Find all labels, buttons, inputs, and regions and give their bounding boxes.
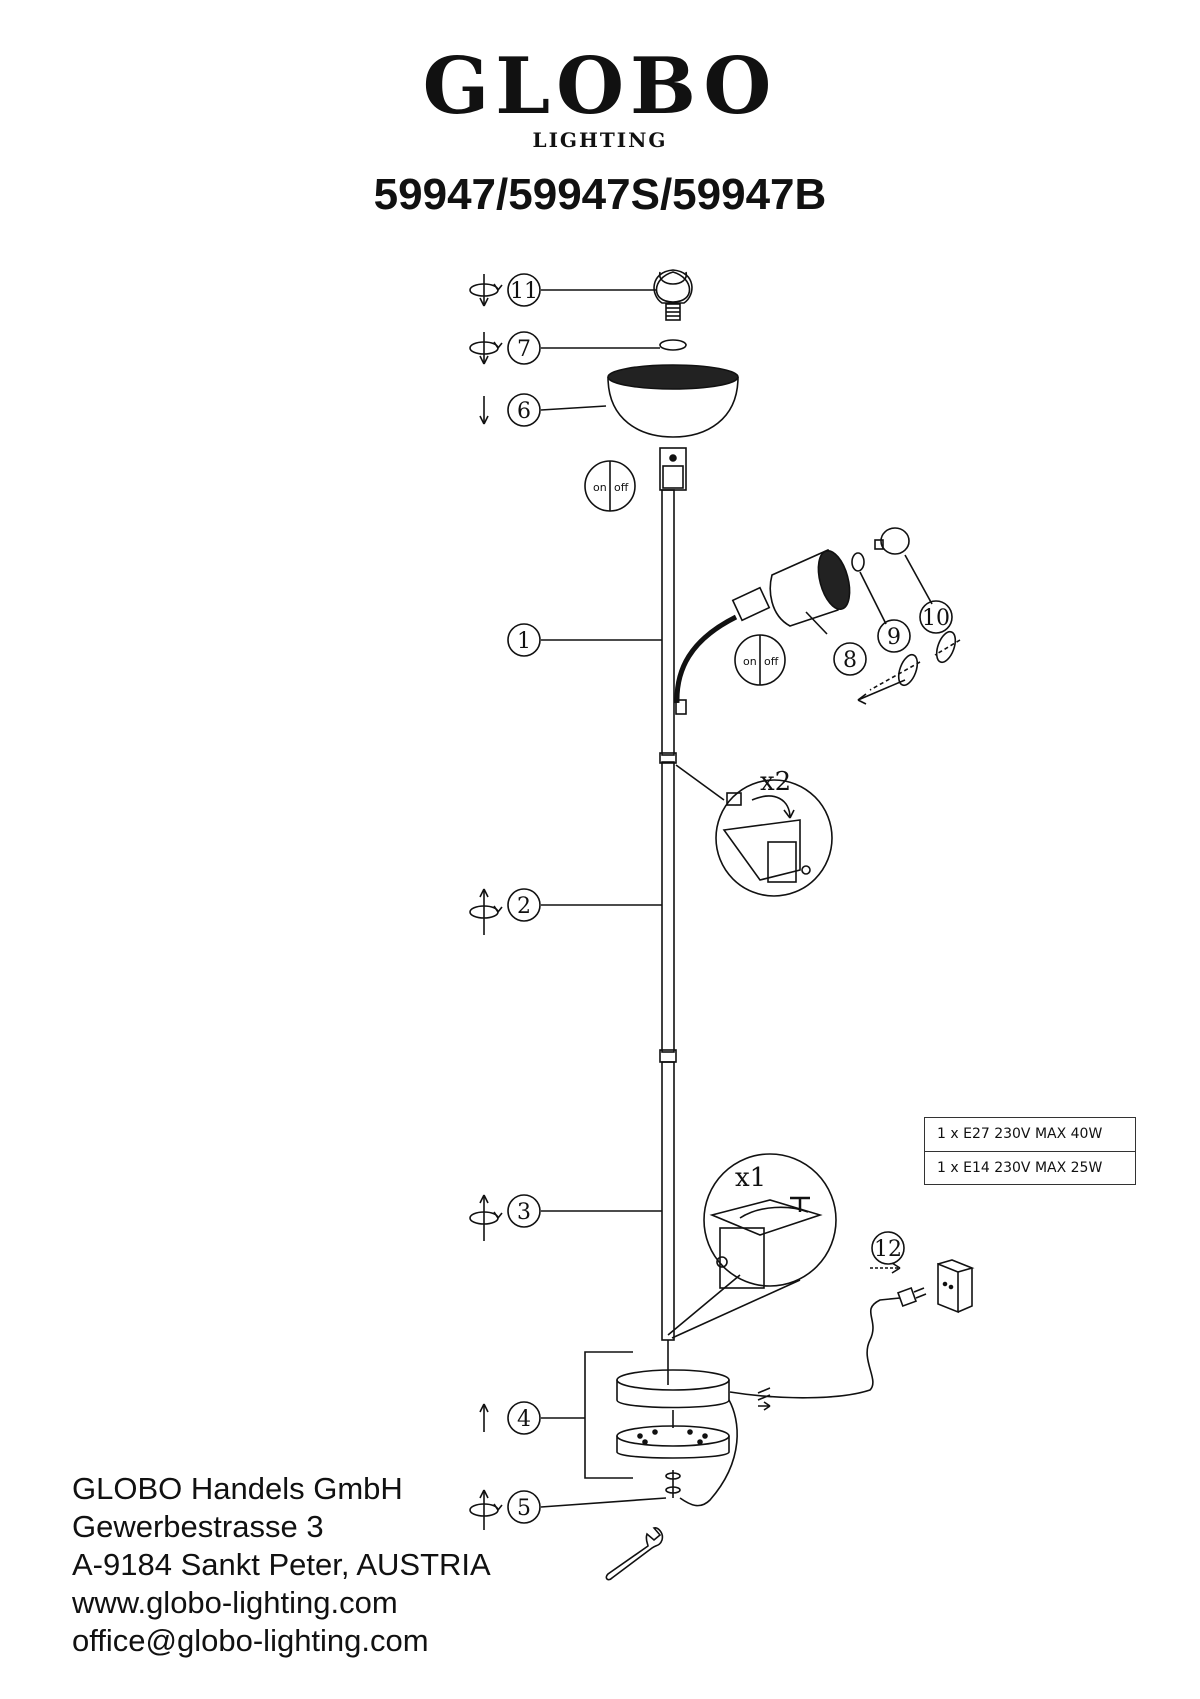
step-10-label: 10: [922, 606, 950, 631]
switch-icon: on off: [584, 460, 636, 512]
ring-nut: [659, 339, 687, 351]
step-3-label: 3: [517, 1200, 531, 1225]
step-1-label: 1: [517, 629, 531, 654]
step-12-label: 12: [874, 1237, 902, 1262]
company-email: office@globo-lighting.com: [72, 1623, 429, 1658]
step-5-label: 5: [517, 1496, 531, 1521]
step-11-label: 11: [510, 279, 538, 304]
company-street: Gewerbestrasse 3: [72, 1509, 324, 1544]
joint-detail-base: x1: [667, 1153, 837, 1339]
reading-arm: [674, 527, 910, 715]
company-address: GLOBO Handels GmbH Gewerbestrasse 3 A-91…: [72, 1470, 491, 1660]
spec-table: 1 x E27 230V MAX 40W 1 x E14 230V MAX 25…: [924, 1117, 1136, 1185]
step-9-label: 9: [887, 625, 901, 650]
switch-on-label-arm: on: [743, 655, 757, 668]
step-7-label: 7: [517, 337, 531, 362]
brand-logo: GLOBO: [422, 41, 778, 132]
step-markers: 11 7 6 1 2 3 4 5 8 9 10 12: [507, 273, 953, 1524]
top-shade: [607, 364, 739, 438]
company-city: A-9184 Sankt Peter, AUSTRIA: [72, 1547, 491, 1582]
leader-lines: [540, 289, 933, 1508]
arrow-up-icon: [479, 1403, 489, 1432]
step-6-label: 6: [517, 399, 531, 424]
switch-on-label: on: [593, 481, 607, 494]
company-name: GLOBO Handels GmbH: [72, 1471, 403, 1506]
multiplier-x2: x2: [760, 767, 791, 797]
top-socket: [659, 447, 687, 491]
bulb-outline: [653, 269, 693, 304]
wrench-icon: [605, 1527, 664, 1581]
spec-e14: 1 x E14 230V MAX 25W: [925, 1151, 1135, 1185]
model-numbers: 59947/59947S/59947B: [373, 170, 827, 219]
step-4-label: 4: [517, 1407, 531, 1432]
base: [584, 1351, 730, 1498]
arrow-down-icon: [479, 396, 489, 425]
switch-icon-arm: on off: [734, 634, 786, 686]
joint-detail-upper: x2: [675, 764, 833, 897]
multiplier-x1: x1: [735, 1163, 766, 1193]
cord: [679, 1297, 901, 1507]
switch-off-label-arm: off: [764, 655, 779, 668]
wall-socket-icon: [937, 1259, 975, 1314]
plug-icon: [897, 1287, 927, 1307]
main-pole: [659, 489, 677, 1385]
spec-e27: 1 x E27 230V MAX 40W: [937, 1126, 1103, 1142]
rotate-icon: [469, 274, 503, 1530]
bulb-icon: [655, 271, 691, 321]
step-8-label: 8: [843, 648, 857, 673]
switch-off-label: off: [614, 481, 629, 494]
brand-subtitle: LIGHTING: [532, 128, 668, 152]
arm-accessories: [857, 630, 961, 705]
step-2-label: 2: [517, 894, 531, 919]
company-website: www.globo-lighting.com: [72, 1585, 398, 1620]
